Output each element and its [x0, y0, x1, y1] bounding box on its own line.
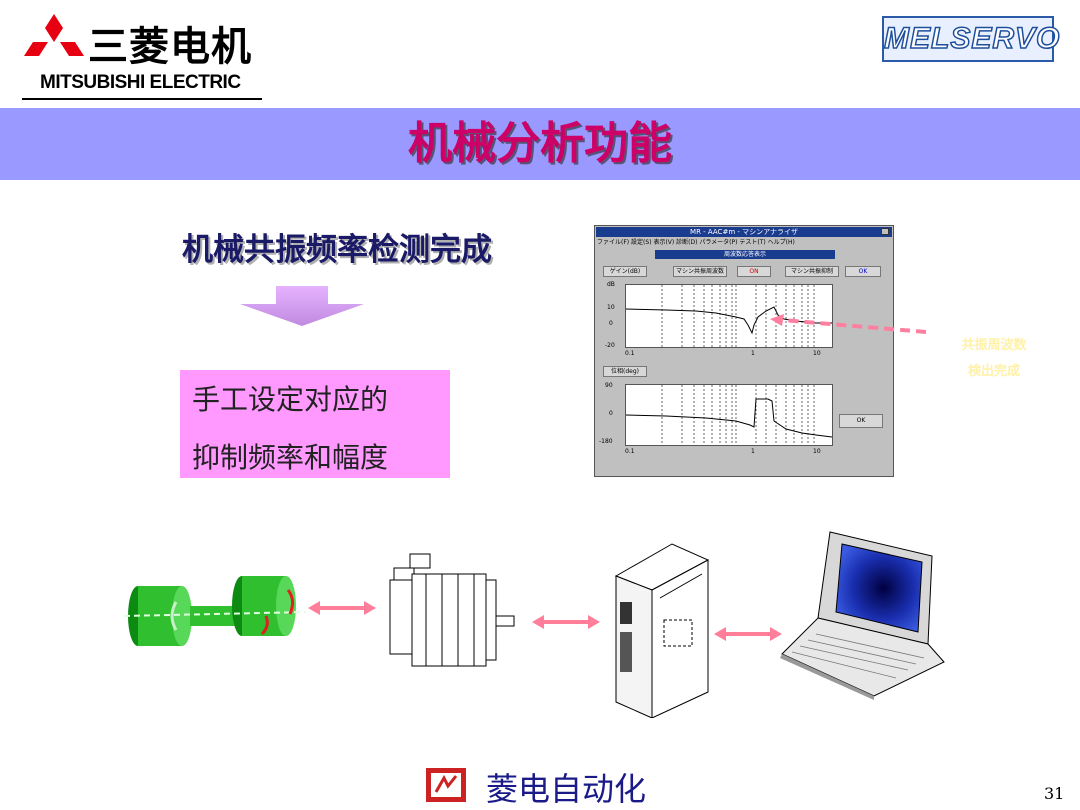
phase-label: 位相(deg)	[603, 366, 647, 377]
window-titlebar: MR - AAC#m - マシンアナライザ	[596, 227, 892, 237]
machine-load-illustration	[123, 572, 307, 652]
slide-title: 机械分析功能	[408, 118, 672, 169]
phase-y-tick: 0	[609, 410, 613, 417]
side-ok-button[interactable]: OK	[839, 414, 883, 428]
instruction-box	[180, 370, 450, 478]
gain-button[interactable]: ゲイン(dB)	[603, 266, 647, 277]
melservo-logo: MELSERVO	[882, 16, 1061, 62]
resonance-note: 共振周波数 検出完成	[940, 328, 1048, 386]
gain-curve	[625, 285, 832, 347]
panel-titlebar: 周波数応答表示	[655, 250, 835, 259]
laptop-illustration	[778, 528, 946, 700]
gain-plot	[625, 284, 833, 348]
gain-y-tick: 10	[607, 304, 615, 311]
gain-x-tick: 10	[813, 350, 821, 357]
footer-brand: 菱电自动化	[486, 770, 647, 808]
down-arrow-icon	[240, 286, 364, 326]
double-arrow-icon	[714, 626, 782, 642]
resonance-frequency-button[interactable]: マシン共振周波数	[673, 266, 727, 277]
analyzer-window: MR - AAC#m - マシンアナライザ ファイル(F) 設定(S) 表示(V…	[594, 225, 894, 477]
servo-motor-illustration	[386, 552, 518, 668]
window-menu[interactable]: ファイル(F) 設定(S) 表示(V) 診断(D) パラメータ(P) テスト(T…	[597, 239, 795, 246]
phase-y-tick: -180	[599, 438, 613, 445]
three-diamonds-icon	[24, 14, 84, 56]
phase-plot	[625, 384, 833, 446]
ryoden-logo-icon	[426, 768, 466, 802]
phase-y-tick: 90	[605, 382, 613, 389]
resonance-suppress-button[interactable]: マシン共振抑制	[785, 266, 839, 277]
gain-y-tick: dB	[607, 281, 615, 288]
phase-x-tick: 10	[813, 448, 821, 455]
resonance-note-line-1: 共振周波数	[961, 338, 1027, 353]
window-close-button[interactable]	[881, 228, 889, 235]
double-arrow-icon	[308, 600, 376, 616]
servo-amplifier-illustration	[612, 542, 712, 719]
panel-title: 周波数応答表示	[723, 251, 766, 258]
instruction-line-1: 手工设定对应的	[192, 383, 389, 416]
window-title: MR - AAC#m - マシンアナライザ	[690, 228, 798, 236]
resonance-note-line-2: 検出完成	[967, 364, 1020, 379]
instruction-line-2: 抑制频率和幅度	[192, 441, 389, 474]
double-arrow-icon	[532, 614, 600, 630]
gain-y-tick: -20	[605, 342, 615, 349]
resonance-pointer-arrow	[770, 314, 930, 338]
title-band	[0, 108, 1080, 180]
page-number: 31	[1044, 784, 1065, 803]
mitsubishi-logo	[22, 12, 86, 72]
phase-curve	[625, 385, 833, 445]
gain-x-tick: 0.1	[625, 350, 635, 357]
gain-y-tick: 0	[609, 320, 613, 327]
subtitle: 机械共振频率检测完成	[182, 232, 492, 268]
gain-x-tick: 1	[751, 350, 755, 357]
company-name-cn: 三菱电机	[88, 24, 252, 70]
ok-button[interactable]: OK	[845, 266, 881, 277]
header-divider	[22, 98, 262, 100]
company-name-en: MITSUBISHI ELECTRIC	[40, 72, 241, 93]
phase-x-tick: 0.1	[625, 448, 635, 455]
melservo-logo-text: MELSERVO	[883, 21, 1061, 56]
phase-x-tick: 1	[751, 448, 755, 455]
on-button[interactable]: ON	[737, 266, 771, 277]
